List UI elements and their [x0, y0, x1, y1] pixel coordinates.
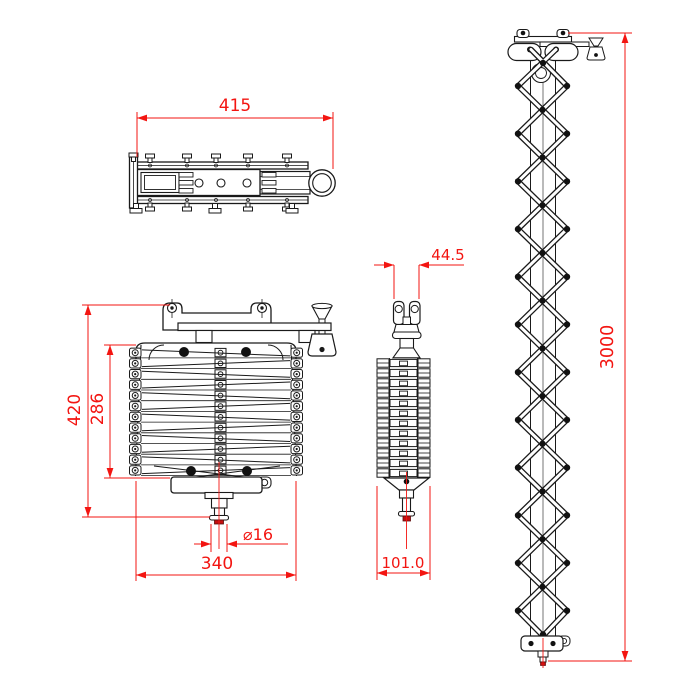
dim-dia16 [194, 524, 288, 552]
side-view [376, 300, 431, 522]
weight-block [307, 333, 337, 357]
dim-420 [82, 304, 210, 518]
dim-label-415: 415 [219, 96, 251, 116]
bottom-bracket [170, 476, 263, 494]
pivot-bolt [241, 347, 251, 357]
dim-label-3000: 3000 [598, 325, 618, 370]
dim-label-101: 101.0 [382, 554, 425, 572]
front-view [130, 299, 337, 525]
dim-286 [104, 344, 170, 479]
dim-415 [136, 112, 334, 169]
dim-label-286: 286 [88, 393, 108, 425]
comb-teeth-left [178, 172, 194, 194]
dim-3000 [548, 32, 632, 662]
funnel-knob-small [588, 37, 604, 47]
dim-label-420: 420 [65, 394, 85, 426]
dim-label-340: 340 [201, 554, 233, 574]
top-view [128, 152, 336, 214]
hanger-bar [177, 322, 332, 332]
swivel [393, 323, 420, 333]
bottom-bracket-extended [520, 635, 564, 652]
dim-label-44-5: 44.5 [431, 246, 464, 264]
extended-view [507, 28, 606, 666]
dim-label-dia16: ⌀16 [243, 525, 273, 544]
pivot-bolt [179, 347, 189, 357]
dimensions [82, 32, 632, 668]
dim-101 [376, 486, 431, 580]
dim-340 [135, 481, 297, 581]
roller-inner [312, 173, 332, 193]
pivot-bolt [186, 466, 196, 476]
dim-44-5 [374, 261, 464, 299]
pivot-bolt [242, 466, 252, 476]
top-arm-ear [544, 42, 579, 62]
comb-teeth-right [261, 172, 277, 194]
